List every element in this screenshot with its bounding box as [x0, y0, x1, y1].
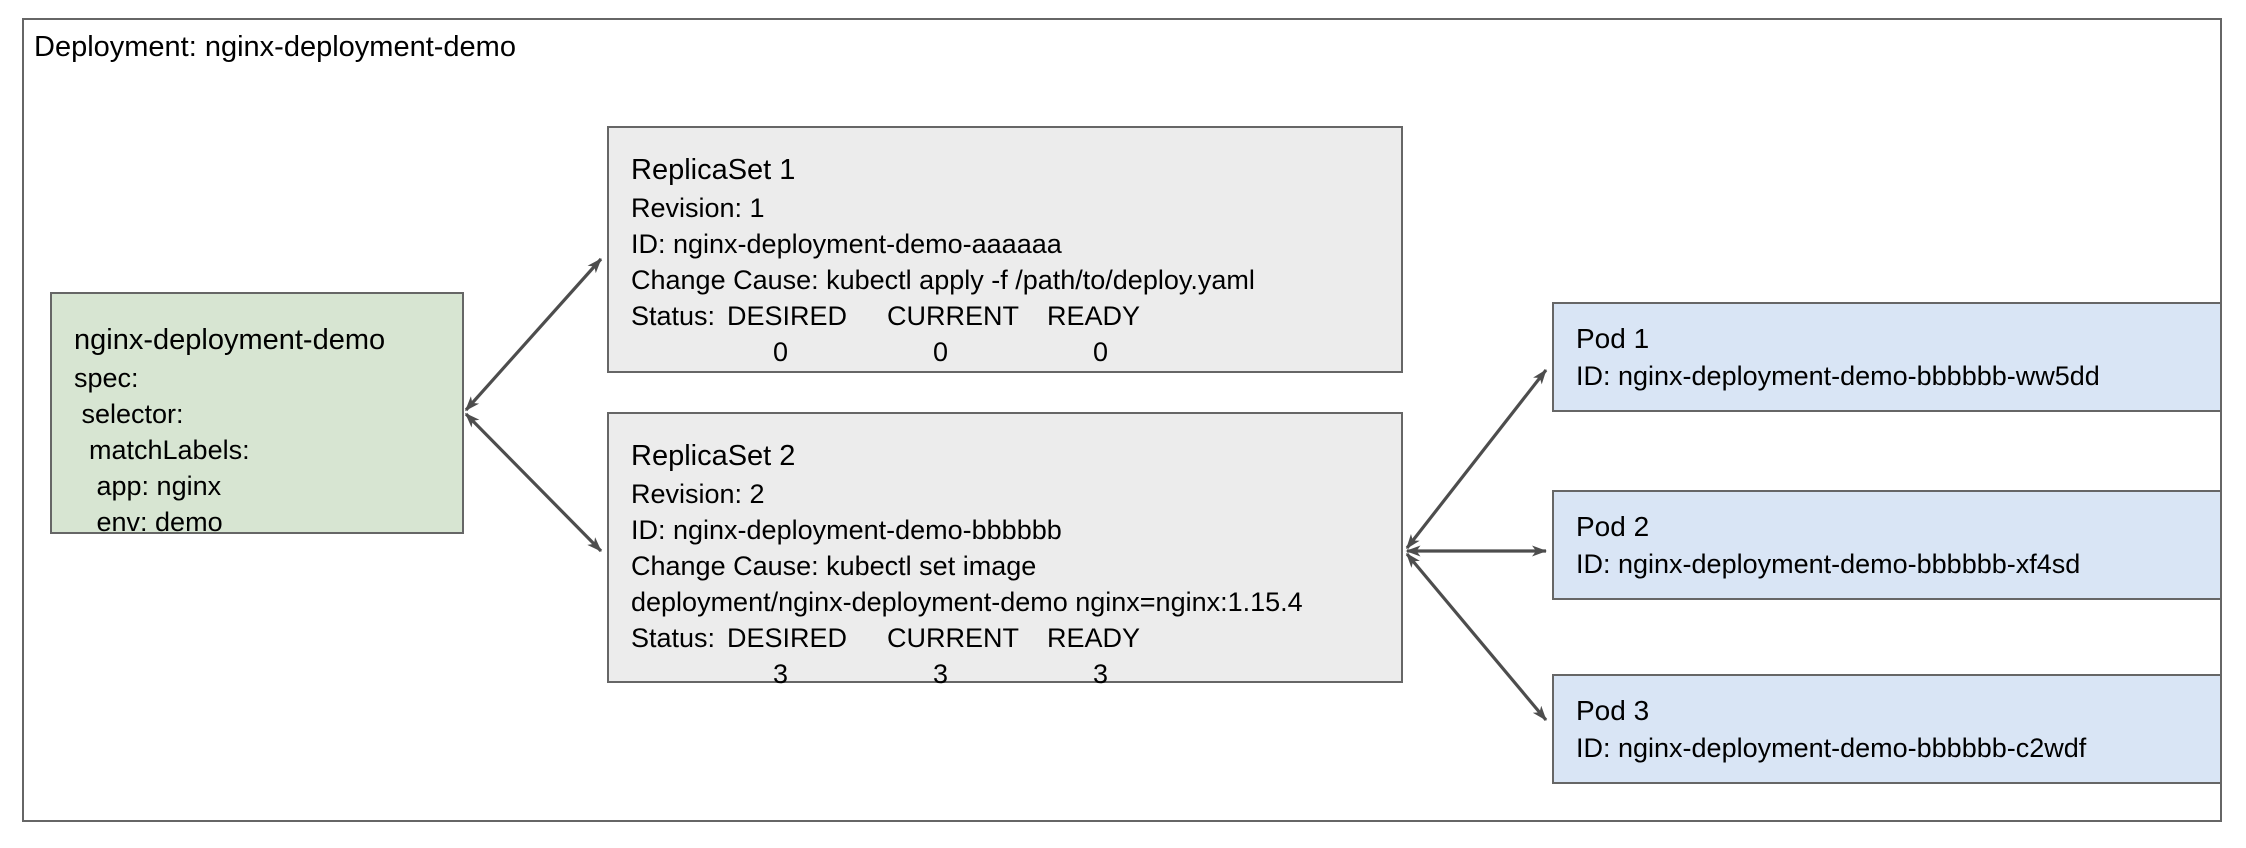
status-value-ready: 3 [1093, 659, 1109, 689]
status-label: Status: [631, 623, 716, 653]
status-header-ready: READY [1047, 623, 1141, 653]
deployment-spec-line: env: demo [74, 507, 223, 537]
pod-1-node[interactable]: Pod 1 ID: nginx-deployment-demo-bbbbbb-w… [1552, 302, 2222, 412]
deployment-spec-line: spec: [74, 363, 139, 393]
pod-id: ID: nginx-deployment-demo-bbbbbb-xf4sd [1576, 549, 2081, 579]
replicaset-status-header-row: Status: DESIRED CURRENT READY [631, 298, 1401, 334]
status-header-ready: READY [1047, 301, 1141, 331]
replicaset-change-cause-continued: deployment/nginx-deployment-demo nginx=n… [631, 587, 1303, 617]
replicaset-revision: Revision: 1 [631, 193, 765, 223]
status-label: Status: [631, 301, 716, 331]
replicaset-revision: Revision: 2 [631, 479, 765, 509]
deployment-spec-node[interactable]: nginx-deployment-demo spec: selector: ma… [50, 292, 464, 537]
status-value-desired: 0 [773, 337, 789, 367]
status-value-desired: 3 [773, 659, 789, 689]
replicaset-status-header-row: Status: DESIRED CURRENT READY [631, 620, 1401, 656]
status-value-ready: 0 [1093, 337, 1109, 367]
deployment-spec-line: matchLabels: [74, 435, 250, 465]
status-header-current: CURRENT [887, 301, 1019, 331]
pod-title: Pod 1 [1576, 323, 1650, 354]
replicaset-change-cause: Change Cause: kubectl apply -f /path/to/… [631, 265, 1255, 295]
pod-2-node[interactable]: Pod 2 ID: nginx-deployment-demo-bbbbbb-x… [1552, 490, 2222, 600]
deployment-spec-name: nginx-deployment-demo [74, 324, 386, 356]
status-value-spacer [631, 656, 727, 692]
replicaset-2-node[interactable]: ReplicaSet 2 Revision: 2 ID: nginx-deplo… [607, 412, 1403, 689]
deployment-spec-line: selector: [74, 399, 184, 429]
replicaset-1-node[interactable]: ReplicaSet 1 Revision: 1 ID: nginx-deplo… [607, 126, 1403, 373]
replicaset-title: ReplicaSet 2 [631, 440, 796, 472]
status-value-current: 3 [933, 659, 949, 689]
pod-title: Pod 3 [1576, 695, 1650, 726]
status-header-desired: DESIRED [727, 623, 848, 653]
status-header-current: CURRENT [887, 623, 1019, 653]
replicaset-status-value-row: 0 0 0 [631, 334, 1401, 370]
pod-3-node[interactable]: Pod 3 ID: nginx-deployment-demo-bbbbbb-c… [1552, 674, 2222, 784]
pod-id: ID: nginx-deployment-demo-bbbbbb-c2wdf [1576, 733, 2087, 763]
deployment-spec-line: app: nginx [74, 471, 222, 501]
replicaset-id: ID: nginx-deployment-demo-aaaaaa [631, 229, 1062, 259]
deployment-title: Deployment: nginx-deployment-demo [34, 31, 516, 63]
replicaset-title: ReplicaSet 1 [631, 154, 796, 186]
status-header-desired: DESIRED [727, 301, 848, 331]
status-value-current: 0 [933, 337, 949, 367]
replicaset-change-cause: Change Cause: kubectl set image [631, 551, 1037, 581]
status-value-spacer [631, 334, 727, 370]
replicaset-id: ID: nginx-deployment-demo-bbbbbb [631, 515, 1062, 545]
replicaset-status-value-row: 3 3 3 [631, 656, 1401, 692]
pod-title: Pod 2 [1576, 511, 1650, 542]
pod-id: ID: nginx-deployment-demo-bbbbbb-ww5dd [1576, 361, 2100, 391]
